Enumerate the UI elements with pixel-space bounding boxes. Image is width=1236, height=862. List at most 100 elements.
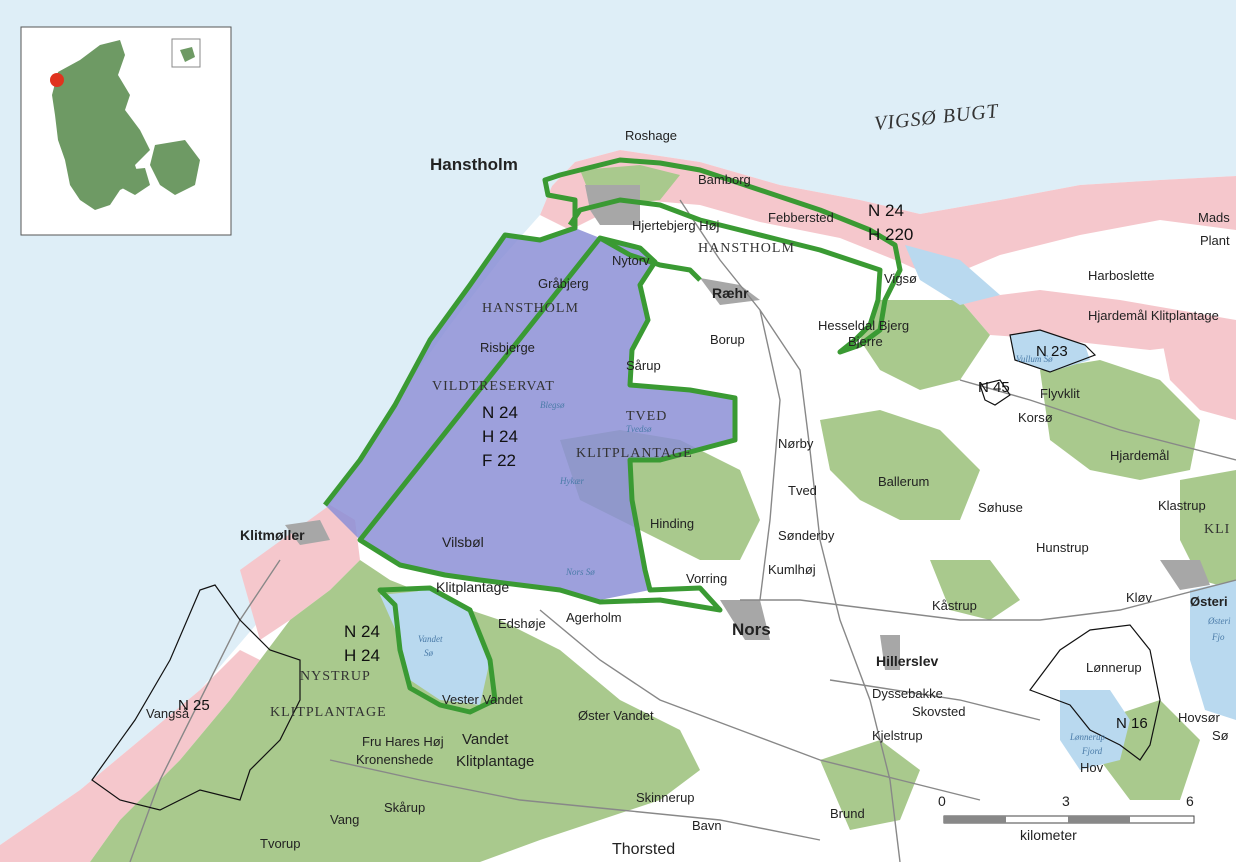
region-labels: HANSTHOLM HANSTHOLM VILDTRESERVAT TVED K… (270, 241, 795, 720)
inset-bornholm-frame (171, 38, 201, 68)
place-so: Sø (1212, 728, 1229, 743)
place-vandet: Vandet (462, 731, 509, 748)
place-korso: Korsø (1018, 410, 1053, 425)
place-lonnerup: Lønnerup (1086, 660, 1142, 675)
scale-tick-3: 3 (1062, 793, 1070, 809)
water-hykso: Hykær (559, 476, 584, 486)
place-sarup: Sårup (626, 358, 661, 373)
scale-unit: kilometer (1020, 827, 1077, 843)
code-top-h: H 220 (868, 225, 913, 244)
town-klitmoller: Klitmøller (240, 527, 305, 543)
inset-denmark (52, 40, 150, 210)
place-vang: Vang (330, 812, 359, 827)
place-vester-vandet: Vester Vandet (442, 692, 523, 707)
code-n16: N 16 (1116, 715, 1148, 732)
place-borup: Borup (710, 332, 745, 347)
place-hov: Hov (1080, 760, 1104, 775)
water-tvedso: Tvedsø (626, 424, 652, 434)
place-hjardemal: Hjardemål (1110, 448, 1169, 463)
place-vorring: Vorring (686, 571, 727, 586)
place-norby: Nørby (778, 436, 814, 451)
place-bjerre: Bjerre (848, 334, 883, 349)
place-sonderby: Sønderby (778, 528, 835, 543)
code-n23: N 23 (1036, 343, 1068, 360)
place-kli: KLI (1204, 522, 1230, 537)
other-boundaries (91, 329, 1161, 811)
place-kronenshede: Kronenshede (356, 752, 433, 767)
place-klastrup: Klastrup (1158, 498, 1206, 513)
water-nors-so: Nors Sø (565, 567, 595, 577)
location-marker (50, 73, 64, 87)
place-klitplantage: Klitplantage (436, 579, 509, 595)
place-plant: Plant (1200, 233, 1230, 248)
place-hjardemal-klit: Hjardemål Klitplantage (1088, 308, 1219, 323)
place-kumlhoj: Kumlhøj (768, 562, 816, 577)
town-areas (285, 185, 1210, 670)
town-raehr: Ræhr (712, 285, 749, 301)
code-mid-n: N 24 (482, 403, 518, 422)
inset-zealand (150, 140, 200, 195)
place-mads: Mads (1198, 210, 1230, 225)
town-nors: Nors (732, 620, 771, 639)
inset-bornholm (180, 47, 195, 62)
place-edshoje: Edshøje (498, 616, 546, 631)
place-hovsor: Hovsør (1178, 710, 1221, 725)
water-blegso: Blegsø (540, 400, 565, 410)
region-vildtreservat: VILDTRESERVAT (432, 379, 555, 394)
code-sw-n: N 24 (344, 622, 380, 641)
region-nystrup: NYSTRUP (300, 669, 371, 684)
place-hjertebjerg: Hjertebjerg Høj (632, 218, 720, 233)
place-sohuse: Søhuse (978, 500, 1023, 515)
place-roshage: Roshage (625, 128, 677, 143)
code-mid-h: H 24 (482, 427, 518, 446)
place-skovsted: Skovsted (912, 704, 965, 719)
water-ostero-2: Fjo (1211, 632, 1225, 642)
place-kjelstrup: Kjelstrup (872, 728, 923, 743)
place-nytorv: Nytorv (612, 253, 650, 268)
water-labels: Blegsø Tvedsø Hykær Nors Sø Vandet Sø Vu… (418, 354, 1231, 756)
place-oster-vandet: Øster Vandet (578, 708, 654, 723)
water-vandet-so-2: Sø (424, 648, 434, 658)
water-vullum: Vullum Sø (1016, 354, 1053, 364)
region-hanstholm-mid: HANSTHOLM (482, 301, 579, 316)
town-thorsted: Thorsted (612, 841, 675, 858)
place-hesseldal: Hesseldal Bjerg (818, 318, 909, 333)
place-bamborg: Bamborg (698, 172, 751, 187)
water-lonnerup-2: Fjord (1081, 746, 1103, 756)
place-flyvklit: Flyvklit (1040, 386, 1080, 401)
place-risbjerge: Risbjerge (480, 340, 535, 355)
place-kastrup: Kåstrup (932, 598, 977, 613)
code-n25: N 25 (178, 697, 210, 714)
place-skarup: Skårup (384, 800, 425, 815)
place-hunstrup: Hunstrup (1036, 540, 1089, 555)
water-lonnerup-1: Lønnerup (1069, 732, 1106, 742)
place-vilsbol: Vilsbøl (442, 534, 484, 550)
town-hillerslev: Hillerslev (876, 653, 938, 669)
place-klov: Kløv (1126, 590, 1153, 605)
designation-codes: N 24 H 220 N 24 H 24 F 22 N 24 H 24 N 25… (178, 201, 1148, 732)
water-ostero-1: Østeri (1207, 616, 1231, 626)
place-vigso: Vigsø (884, 271, 917, 286)
place-vandet-klit: Klitplantage (456, 753, 534, 770)
inset-map (20, 26, 232, 236)
region-hanstholm-top: HANSTHOLM (698, 241, 795, 256)
region-nystrup-klit: KLITPLANTAGE (270, 705, 387, 720)
place-hinding: Hinding (650, 516, 694, 531)
code-mid-f: F 22 (482, 451, 516, 470)
code-n45: N 45 (978, 379, 1010, 396)
place-febbersted: Febbersted (768, 210, 834, 225)
place-labels: Roshage Bamborg Febbersted Hjertebjerg H… (146, 128, 1230, 851)
water-vandet-so-1: Vandet (418, 634, 443, 644)
inset-funen (122, 168, 150, 195)
scale-tick-0: 0 (938, 793, 946, 809)
code-top-n: N 24 (868, 201, 904, 220)
place-bavn: Bavn (692, 818, 722, 833)
town-hanstholm: Hanstholm (430, 155, 518, 174)
town-labels: Hanstholm Nors Klitmøller Thorsted Hille… (240, 155, 938, 858)
place-tved: Tved (788, 483, 817, 498)
place-ballerum: Ballerum (878, 474, 929, 489)
protected-area-boundaries (323, 157, 903, 715)
place-fru-hares: Fru Hares Høj (362, 734, 444, 749)
place-tvorup: Tvorup (260, 836, 300, 851)
place-harboslette: Harboslette (1088, 268, 1154, 283)
